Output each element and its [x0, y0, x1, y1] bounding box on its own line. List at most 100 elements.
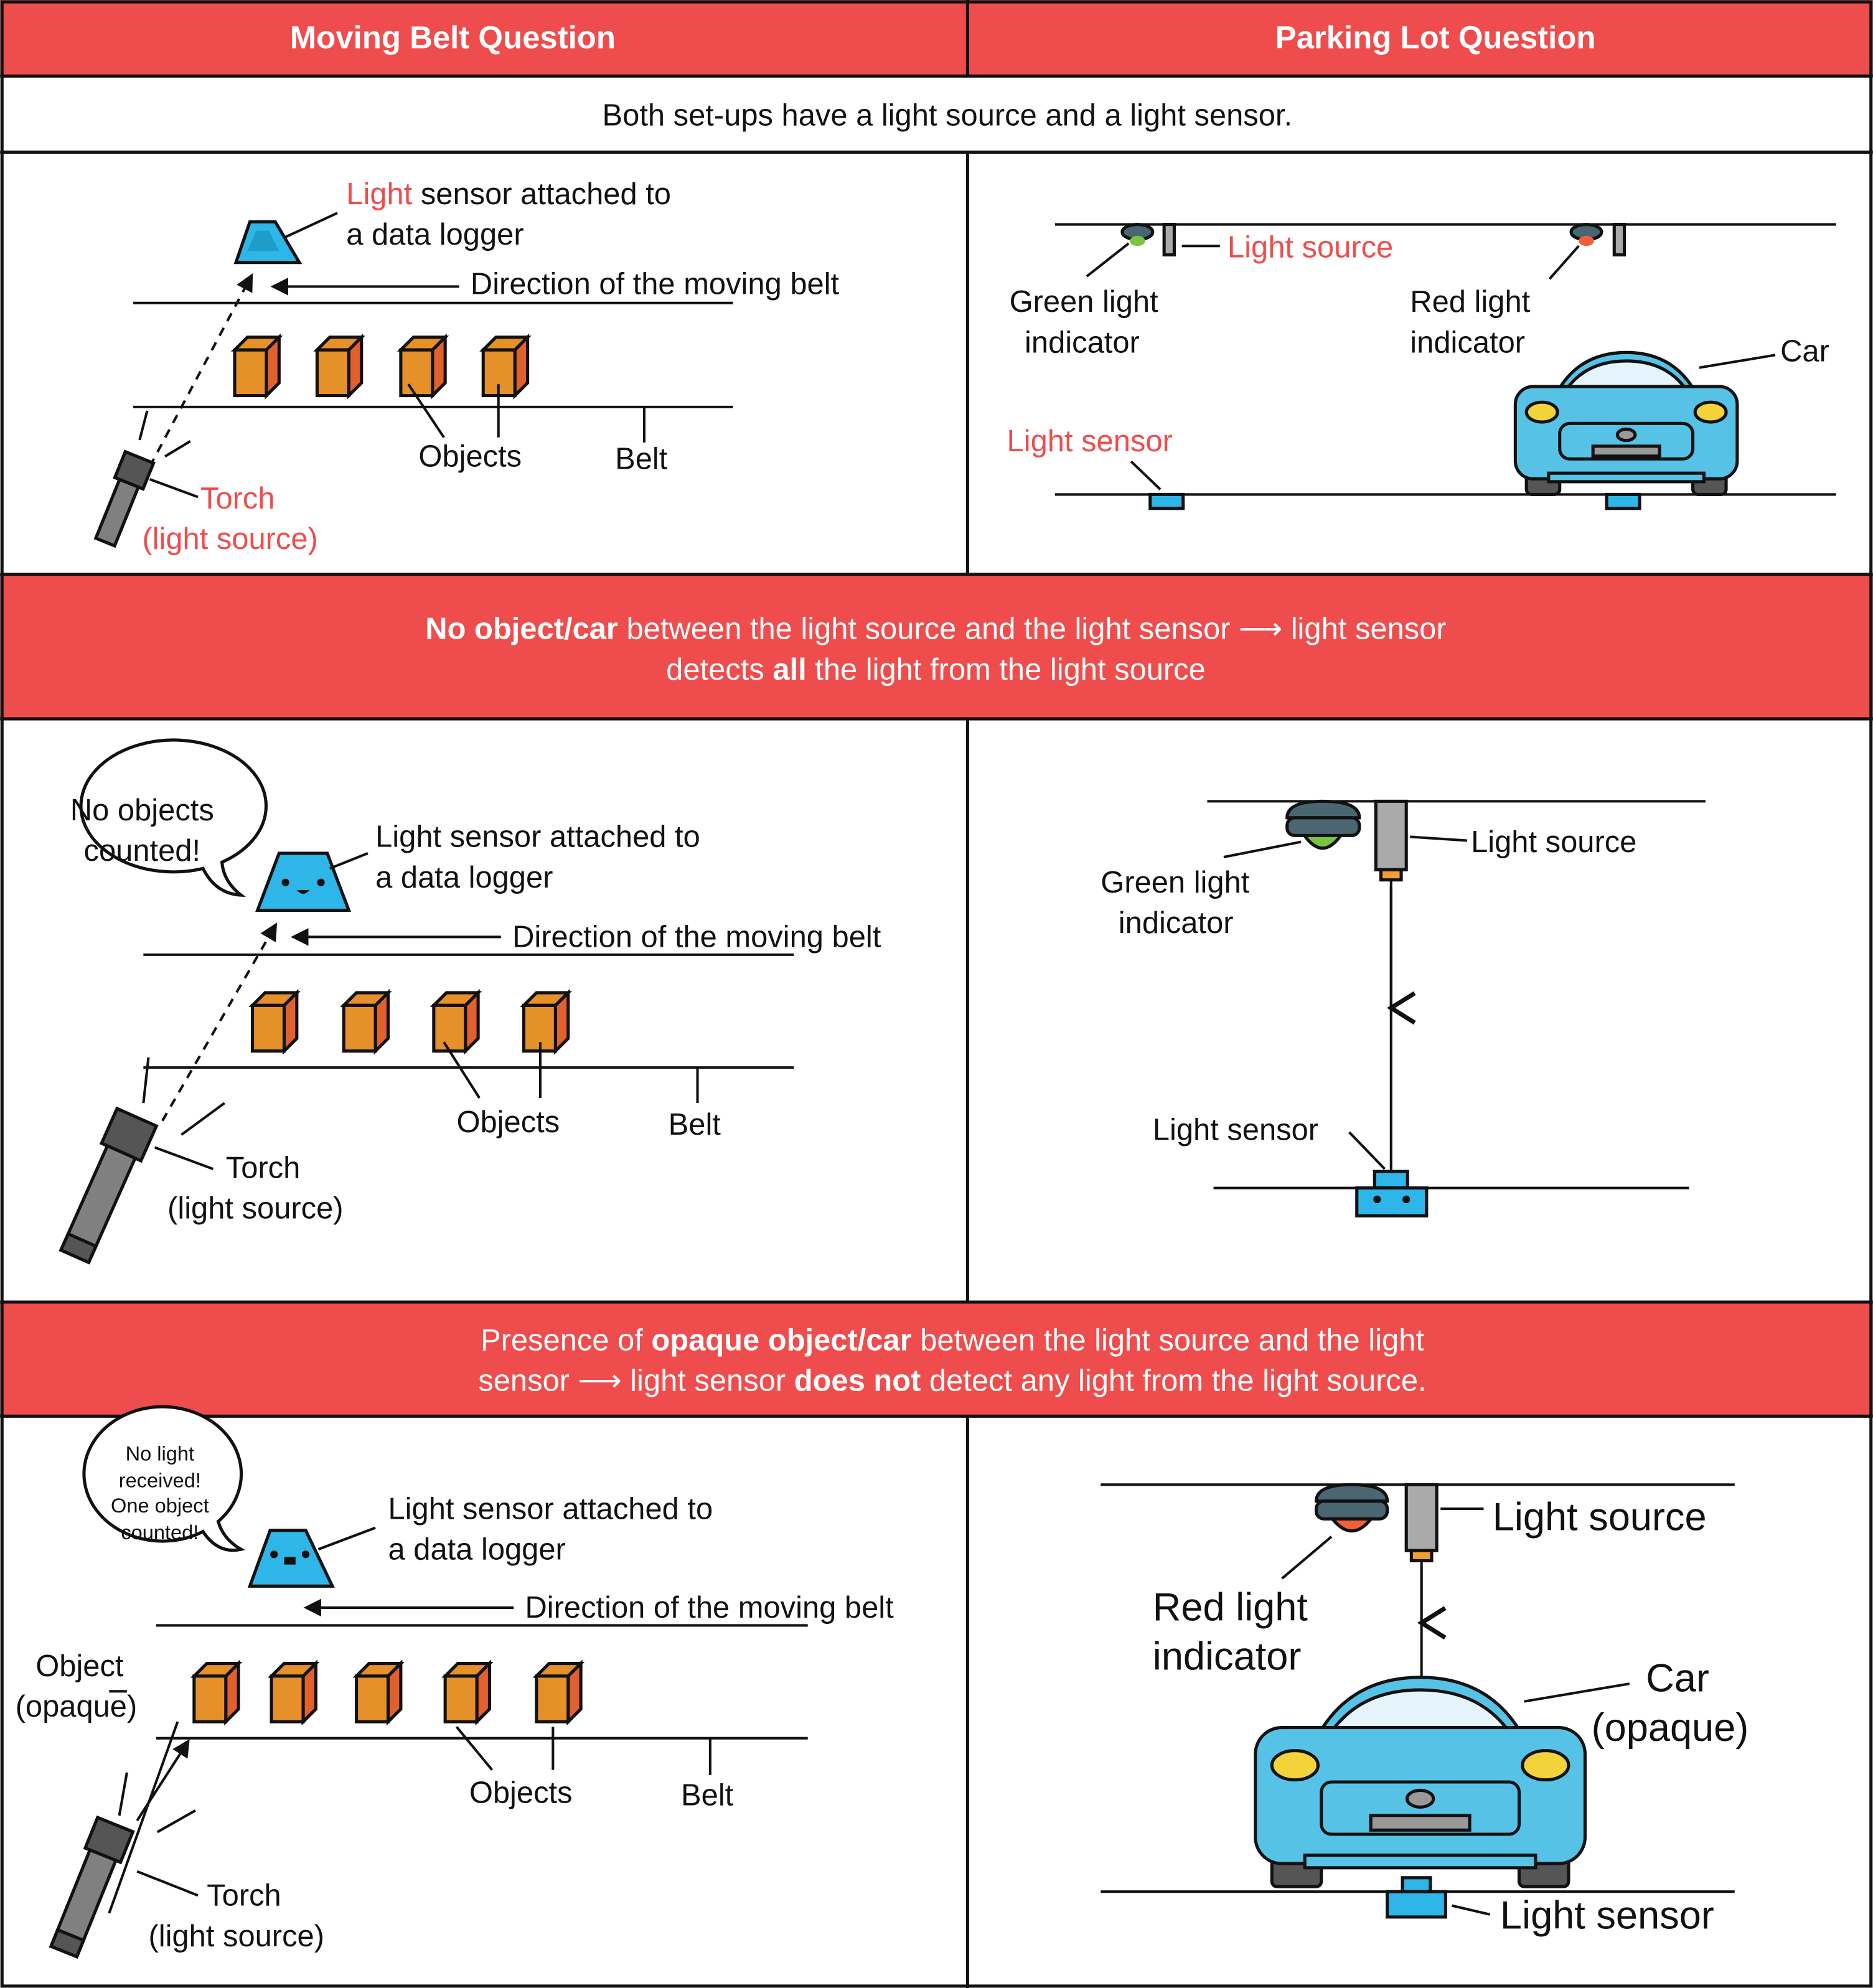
connector-line	[1348, 1131, 1386, 1170]
connector-line	[1699, 354, 1776, 369]
light-source-icon	[1404, 1483, 1439, 1552]
object-box	[340, 988, 392, 1055]
shape	[1402, 1195, 1411, 1204]
connector-line	[1524, 1682, 1630, 1703]
light-sensor-icon	[1373, 1170, 1409, 1190]
shape	[443, 1674, 479, 1723]
header-parking-lot: Parking Lot Question	[1275, 19, 1596, 55]
car-label: Car	[1780, 335, 1829, 368]
light-sensor-icon	[255, 851, 352, 912]
shape	[1615, 427, 1637, 443]
belt-panel-3: No light received! One object counted! L…	[16, 1405, 894, 1959]
band1-line2: detects all the light from the light sou…	[666, 653, 1206, 687]
text-span: between the light source and the light s…	[618, 612, 1447, 646]
shape	[281, 878, 289, 886]
connector-line	[181, 1102, 225, 1136]
connector-line	[1130, 460, 1162, 490]
shape	[301, 1659, 317, 1726]
connector-line	[161, 922, 278, 1122]
light-source-label: Light source	[1228, 231, 1393, 265]
text-span: does not	[794, 1364, 921, 1398]
torch-label: Torch	[207, 1879, 281, 1913]
green-light-indicator-icon	[1120, 223, 1155, 246]
shape	[265, 333, 281, 400]
shape	[233, 348, 268, 398]
text-span: sensor attached to	[412, 177, 671, 211]
shape	[535, 1674, 570, 1723]
shape	[1285, 799, 1361, 820]
text-span: No object/car	[425, 612, 618, 646]
object-box	[430, 988, 482, 1055]
connector-line	[317, 1526, 376, 1551]
light-source-label: Light source	[1471, 825, 1636, 859]
bubble-text-1: No objects	[70, 794, 214, 827]
sensor-label: Light sensor attached to	[346, 177, 671, 211]
band2-line2: sensor ⟶ light sensor does not detect an…	[478, 1364, 1426, 1398]
torch-label: Torch	[226, 1151, 301, 1184]
shape	[342, 1003, 377, 1053]
shape	[1303, 1854, 1537, 1870]
speech-bubble	[79, 738, 268, 898]
bubble-text-4: counted!	[121, 1521, 199, 1544]
connector-line	[1452, 1904, 1491, 1916]
objects-group	[230, 333, 532, 400]
connector-line	[443, 1041, 481, 1099]
object-box	[532, 1659, 585, 1726]
connector-line	[1410, 835, 1468, 842]
shape	[347, 333, 364, 400]
sensor-label: Light sensor attached to	[388, 1492, 713, 1526]
shape	[553, 988, 570, 1055]
intro-text: Both set-ups have a light source and a l…	[603, 99, 1293, 133]
light-sensor-label: Light sensor	[1007, 424, 1173, 458]
connector-line	[136, 1739, 190, 1822]
red-indicator-label-2: indicator	[1410, 326, 1525, 359]
connector-line	[284, 212, 338, 238]
objects-label: Objects	[456, 1105, 560, 1139]
shape	[399, 348, 434, 398]
shape	[1605, 492, 1641, 510]
red-indicator-label-2: indicator	[1153, 1635, 1302, 1679]
text-span: opaque object/car	[651, 1323, 911, 1357]
shape	[431, 333, 447, 400]
connector-line	[108, 1721, 179, 1914]
lot-panel-1: Light source Green light indicator Red l…	[1007, 223, 1836, 510]
belt-label: Belt	[669, 1108, 721, 1142]
shape	[284, 1557, 296, 1565]
object-box	[248, 988, 301, 1055]
shape	[93, 477, 141, 548]
direction-label: Direction of the moving belt	[525, 1591, 894, 1625]
shape	[464, 988, 480, 1055]
object-box	[397, 333, 449, 400]
connector-line	[118, 1772, 128, 1816]
shape	[247, 230, 279, 251]
shape	[1547, 471, 1706, 484]
car-icon	[1513, 350, 1739, 496]
car-label-2: (opaque)	[1592, 1706, 1749, 1750]
shape	[1579, 235, 1594, 246]
text-span: detect any light from the light source.	[921, 1364, 1426, 1398]
object-box	[313, 333, 365, 400]
red-light-indicator-icon	[1569, 223, 1603, 246]
shape	[1355, 1186, 1429, 1218]
object-box	[267, 1659, 320, 1726]
shape	[270, 1674, 305, 1723]
shape	[1405, 1788, 1435, 1809]
object-opaque-label-2: (opaque)	[16, 1690, 138, 1723]
green-indicator-label-2: indicator	[1119, 906, 1234, 940]
connector-line	[455, 1726, 494, 1771]
light-sensor-icon	[1148, 492, 1185, 510]
belt-panel-1: Light sensor attached to a data logger D…	[93, 177, 840, 556]
objects-label: Objects	[469, 1776, 573, 1810]
shape	[1524, 400, 1559, 424]
connector-line	[407, 383, 445, 438]
text-span: between the light source and the light	[912, 1323, 1425, 1357]
object-opaque-label: Object	[35, 1649, 124, 1683]
torch-icon	[49, 1815, 135, 1959]
object-box	[479, 333, 532, 400]
green-indicator-label-2: indicator	[1025, 326, 1140, 359]
belt-label: Belt	[681, 1779, 734, 1812]
green-indicator-label: Green light	[1101, 866, 1249, 899]
